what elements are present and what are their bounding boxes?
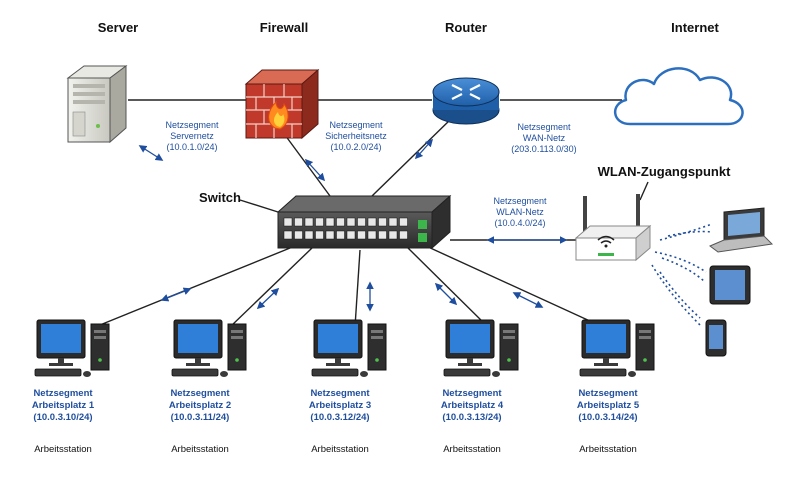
workstation-role: Arbeitsstation [34, 444, 92, 455]
workstation-segment-title: Netzsegment [578, 388, 638, 399]
svg-text:Servernetz: Servernetz [170, 131, 214, 141]
cable-switch-ws3 [354, 249, 361, 328]
cloud-icon [614, 67, 744, 126]
cable-wlan-label [639, 181, 649, 201]
workstation-computer-icon [579, 319, 655, 377]
workstation-segment-name: Arbeitsplatz 3 [309, 400, 371, 411]
workstation-segment-name: Arbeitsplatz 4 [441, 400, 504, 411]
workstation-computer-icon [34, 319, 110, 377]
smartphone-icon [705, 319, 727, 357]
wlan-label: WLAN-Zugangspunkt [598, 164, 732, 179]
workstation-segment-name: Arbeitsplatz 5 [577, 400, 640, 411]
svg-text:(203.0.113.0/30): (203.0.113.0/30) [511, 144, 576, 154]
arrow-ws5 [512, 292, 544, 308]
router-icon [432, 77, 500, 125]
wireless-signals [651, 223, 713, 326]
arrow-ws4 [434, 282, 458, 306]
workstation-computer-icon [171, 319, 247, 377]
svg-text:Netzsegment: Netzsegment [517, 122, 571, 132]
segment-label-wlan: Netzsegment WLAN-Netz (10.0.4.0/24) [493, 196, 547, 228]
workstation-role: Arbeitsstation [443, 444, 501, 455]
workstation-role: Arbeitsstation [579, 444, 637, 455]
arrow-servernet [138, 145, 164, 161]
firewall-label: Firewall [260, 20, 308, 35]
server-label: Server [98, 20, 138, 35]
workstation-role: Arbeitsstation [171, 444, 229, 455]
workstation-segment-net: (10.0.3.14/24) [578, 412, 637, 423]
segment-label-server: Netzsegment Servernetz (10.0.1.0/24) [165, 120, 219, 152]
workstation-computer-icon [311, 319, 387, 377]
tablet-icon [709, 265, 751, 305]
server-icon [66, 65, 128, 144]
switch-icon [276, 194, 452, 250]
cable-firewall-switch [284, 134, 331, 197]
workstation-segment-title: Netzsegment [33, 388, 93, 399]
arrow-router-switch [414, 138, 434, 160]
svg-text:WAN-Netz: WAN-Netz [523, 133, 566, 143]
workstation-segment-net: (10.0.3.13/24) [442, 412, 501, 423]
svg-text:Netzsegment: Netzsegment [493, 196, 547, 206]
cable-switch-label [239, 199, 279, 213]
arrow-securitynet [304, 158, 326, 182]
workstation-computer-icon [443, 319, 519, 377]
svg-text:Netzsegment: Netzsegment [165, 120, 219, 130]
internet-label: Internet [671, 20, 719, 35]
cable-switch-ws2 [229, 247, 313, 328]
cable-router-switch [371, 117, 453, 197]
workstation-segment-net: (10.0.3.10/24) [33, 412, 92, 423]
workstation-role: Arbeitsstation [311, 444, 369, 455]
segment-label-wan: Netzsegment WAN-Netz (203.0.113.0/30) [511, 122, 576, 154]
firewall-icon [244, 68, 320, 140]
svg-text:(10.0.4.0/24): (10.0.4.0/24) [494, 218, 545, 228]
workstation-segment-name: Arbeitsplatz 1 [32, 400, 95, 411]
laptop-icon [709, 207, 774, 253]
svg-text:WLAN-Netz: WLAN-Netz [496, 207, 544, 217]
arrow-ws2 [256, 287, 280, 310]
workstation-segment-title: Netzsegment [442, 388, 502, 399]
workstation-segment-title: Netzsegment [170, 388, 230, 399]
svg-text:Netzsegment: Netzsegment [329, 120, 383, 130]
arrow-ws1 [160, 287, 192, 302]
cable-switch-ws1 [94, 245, 296, 328]
svg-text:(10.0.1.0/24): (10.0.1.0/24) [166, 142, 217, 152]
workstation-segment-net: (10.0.3.12/24) [310, 412, 369, 423]
wlan-access-point-icon [574, 194, 652, 262]
svg-text:Sicherheitsnetz: Sicherheitsnetz [325, 131, 387, 141]
workstation-segment-title: Netzsegment [310, 388, 370, 399]
workstation-segment-name: Arbeitsplatz 2 [169, 400, 231, 411]
workstation-segment-net: (10.0.3.11/24) [171, 412, 230, 423]
traffic-arrows [138, 138, 568, 312]
switch-label: Switch [199, 190, 241, 205]
router-label: Router [445, 20, 487, 35]
cable-switch-ws4 [407, 247, 489, 328]
cable-switch-ws5 [425, 245, 604, 328]
svg-text:(10.0.2.0/24): (10.0.2.0/24) [330, 142, 381, 152]
segment-label-security: Netzsegment Sicherheitsnetz (10.0.2.0/24… [325, 120, 387, 152]
